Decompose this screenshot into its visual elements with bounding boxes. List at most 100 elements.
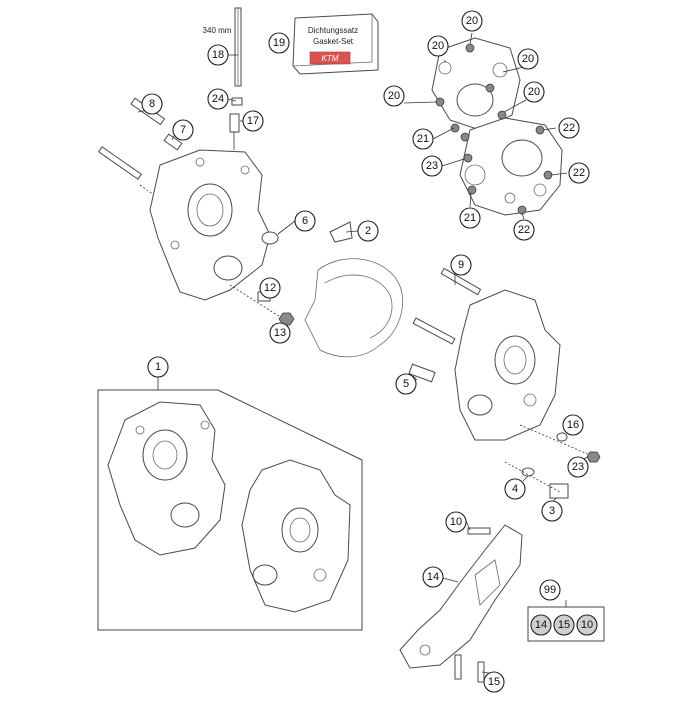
svg-text:16: 16 (567, 419, 579, 431)
callout-12: 12 (259, 277, 281, 299)
callout-8: 8 (141, 93, 163, 115)
callout-5: 5 (395, 373, 417, 395)
svg-text:4: 4 (512, 483, 518, 495)
svg-text:15: 15 (558, 619, 570, 631)
svg-text:22: 22 (563, 122, 575, 134)
svg-text:23: 23 (572, 461, 584, 473)
svg-text:12: 12 (264, 282, 276, 294)
kit-item-10: 10 (576, 614, 598, 636)
svg-text:20: 20 (388, 90, 400, 102)
callout-20-a: 20 (461, 10, 483, 32)
kit-box-99 (527, 600, 605, 642)
gasket-set-title: Dichtungssatz (308, 26, 358, 35)
bolt-7 (163, 133, 183, 151)
crankcase-left-half (149, 149, 271, 301)
svg-text:19: 19 (273, 37, 285, 49)
svg-text:1: 1 (155, 361, 161, 373)
svg-text:21: 21 (464, 212, 476, 224)
callout-20-b: 20 (427, 35, 449, 57)
callout-16: 16 (562, 414, 584, 436)
callout-17: 17 (242, 110, 264, 132)
gasket-plate-upper (431, 37, 521, 131)
callout-1: 1 (147, 356, 169, 378)
callout-21-a: 21 (412, 128, 434, 150)
svg-text:24: 24 (212, 93, 224, 105)
svg-text:20: 20 (432, 40, 444, 52)
callout-4: 4 (504, 478, 526, 500)
bolts-15 (454, 654, 485, 683)
stud-right (412, 317, 456, 345)
callout-18: 18 (207, 44, 229, 66)
assembly-left-half (107, 401, 226, 556)
callout-22-a: 22 (558, 117, 580, 139)
bolt-5 (408, 363, 436, 383)
svg-text:8: 8 (149, 98, 155, 110)
callout-23-b: 23 (567, 456, 589, 478)
kit-item-14: 14 (530, 614, 552, 636)
svg-text:20: 20 (522, 53, 534, 65)
callout-6: 6 (294, 210, 316, 232)
fitting-17 (229, 113, 240, 150)
bolt-10 (467, 527, 491, 535)
gasket-set-subtitle: Gasket-Set (313, 37, 354, 46)
ktm-logo-plate (309, 51, 351, 65)
svg-text:99: 99 (544, 584, 556, 596)
callout-7: 7 (172, 119, 194, 141)
svg-text:14: 14 (535, 619, 547, 631)
nut-13 (278, 312, 295, 326)
assembly-right-half (241, 459, 351, 613)
svg-text:23: 23 (426, 160, 438, 172)
svg-text:7: 7 (180, 124, 186, 136)
svg-text:14: 14 (427, 571, 439, 583)
o-ring-16 (519, 424, 591, 456)
svg-text:3: 3 (549, 505, 555, 517)
callout-20-c: 20 (517, 48, 539, 70)
callout-20-e: 20 (523, 81, 545, 103)
svg-text:10: 10 (581, 619, 593, 631)
callout-22-c: 22 (513, 219, 535, 241)
callout-3: 3 (541, 500, 563, 522)
svg-text:21: 21 (417, 133, 429, 145)
gasket-plate-lower (459, 117, 563, 216)
crankcase-right-half (454, 289, 561, 441)
callout-22-b: 22 (568, 162, 590, 184)
callout-20-d: 20 (383, 85, 405, 107)
length-label: 340 mm (203, 26, 232, 35)
svg-text:22: 22 (573, 167, 585, 179)
crankcase-assembly-frame (97, 389, 363, 631)
svg-text:9: 9 (458, 259, 464, 271)
svg-text:18: 18 (212, 49, 224, 61)
ktm-logo-text: KTM (322, 54, 339, 63)
plug-3 (504, 461, 569, 499)
gasket-set-box: Dichtungssatz Gasket-Set KTM (292, 13, 379, 75)
callout-15: 15 (483, 671, 505, 693)
callout-99: 99 (539, 579, 561, 601)
callout-24: 24 (207, 88, 229, 110)
callout-10: 10 (445, 511, 467, 533)
svg-text:20: 20 (466, 15, 478, 27)
crankcase-gasket (304, 221, 404, 358)
callout-14: 14 (422, 566, 444, 588)
callout-23-a: 23 (421, 155, 443, 177)
svg-text:20: 20 (528, 86, 540, 98)
svg-text:2: 2 (365, 225, 371, 237)
svg-text:10: 10 (450, 516, 462, 528)
nut-23-lower (586, 451, 601, 463)
pin-24 (231, 97, 243, 106)
svg-text:17: 17 (247, 115, 259, 127)
callout-19: 19 (268, 32, 290, 54)
svg-text:22: 22 (518, 224, 530, 236)
o-rings-set (435, 43, 553, 215)
callout-21-b: 21 (459, 207, 481, 229)
svg-text:15: 15 (488, 676, 500, 688)
callout-2: 2 (357, 220, 379, 242)
svg-text:13: 13 (274, 327, 286, 339)
callout-13: 13 (269, 322, 291, 344)
sprocket-cover (399, 524, 523, 669)
svg-text:5: 5 (403, 378, 409, 390)
stud-340mm: 340 mm (203, 7, 242, 87)
kit-item-15: 15 (553, 614, 575, 636)
seal-6 (261, 231, 279, 245)
